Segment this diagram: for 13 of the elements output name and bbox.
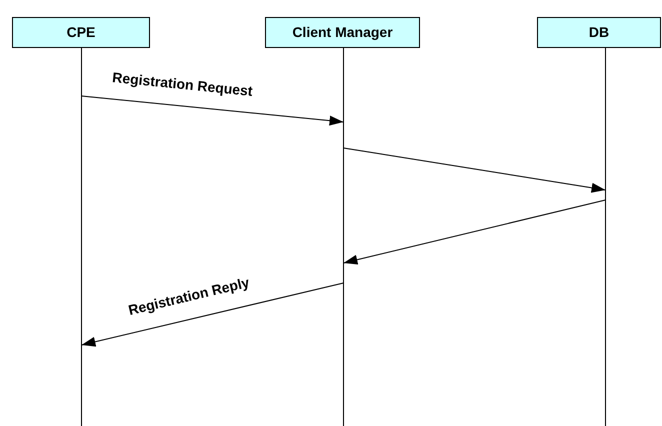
message-arrow	[343, 148, 606, 193]
message-arrow	[81, 282, 344, 347]
participant-box	[537, 17, 661, 48]
participant-label: Client Manager	[292, 23, 393, 42]
lifeline	[81, 48, 82, 426]
lifeline	[343, 48, 344, 426]
participant-label: CPE	[66, 23, 96, 42]
participant-box	[12, 17, 150, 48]
participant-box	[265, 17, 420, 48]
lifeline	[605, 48, 606, 426]
message-arrow	[343, 200, 606, 265]
participant-label: DB	[588, 23, 610, 42]
message-arrow	[81, 96, 344, 126]
